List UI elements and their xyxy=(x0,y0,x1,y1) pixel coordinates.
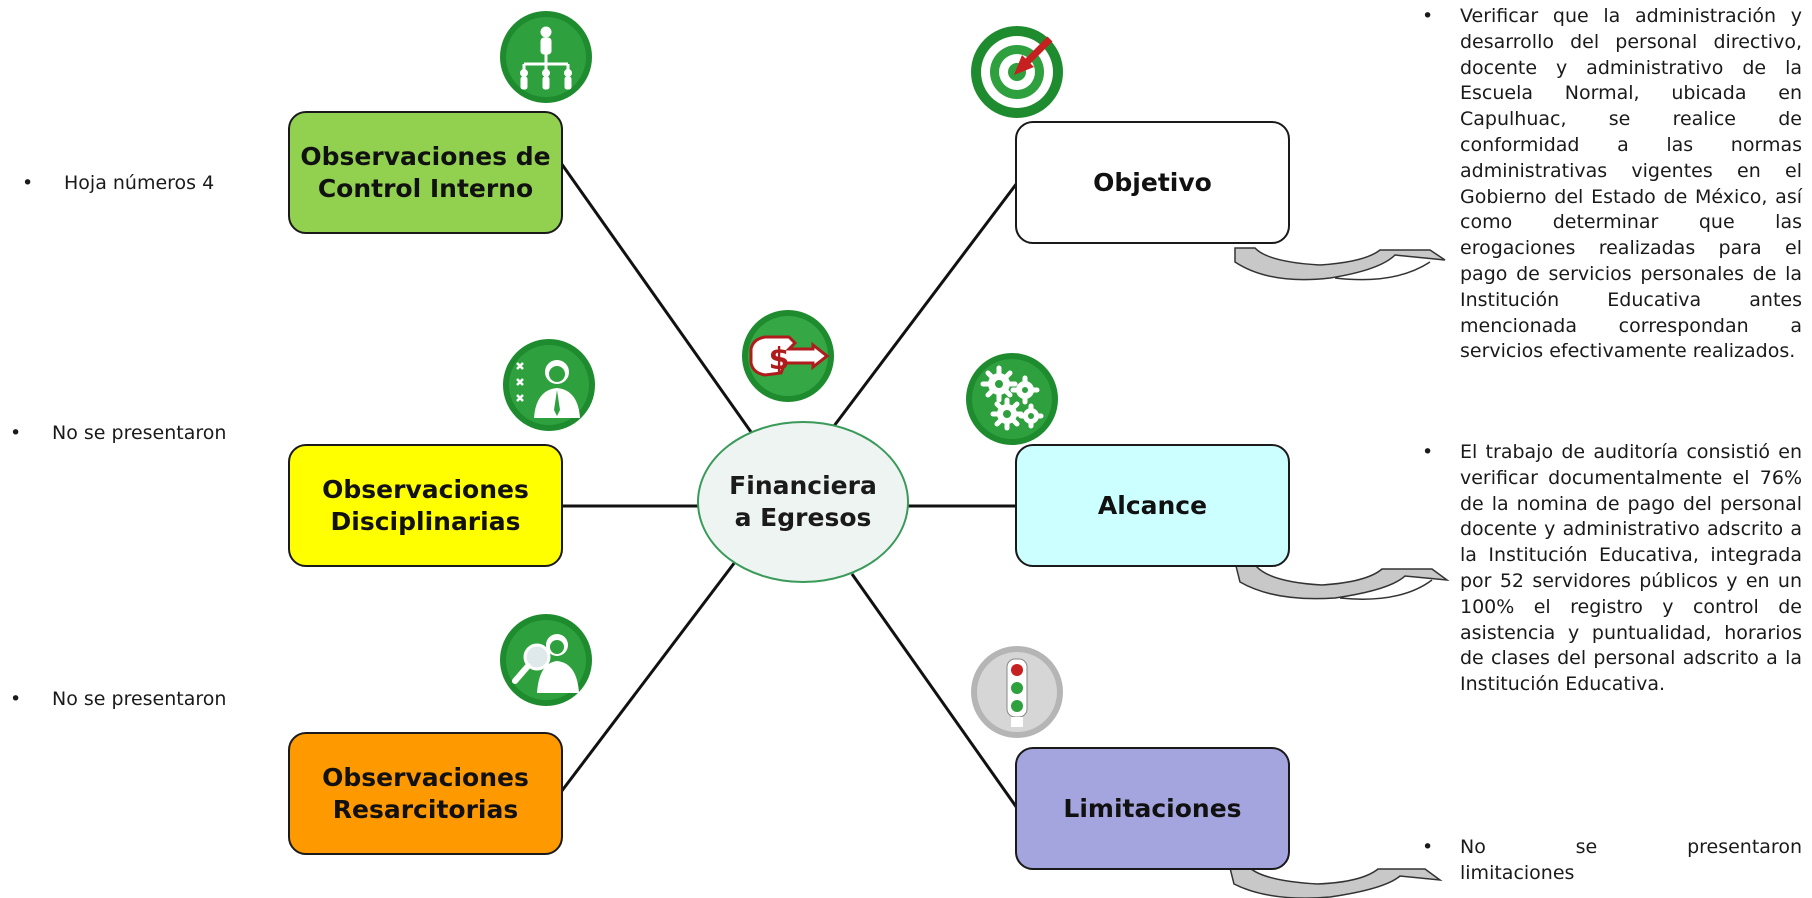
traffic-light-icon xyxy=(971,646,1063,738)
hand-money-icon: $ xyxy=(742,310,834,402)
connector-limitaciones xyxy=(850,573,1019,809)
alcance-description: • El trabajo de auditoría consistió en v… xyxy=(1422,440,1802,698)
limitaciones-description-text: No se presentaron limitaciones xyxy=(1460,836,1802,884)
center-node: Financiera a Egresos xyxy=(697,421,909,583)
curved-arrow-limitaciones xyxy=(1229,867,1443,898)
box-disciplinarias-label: Observaciones Disciplinarias xyxy=(322,474,529,536)
box-alcance: Alcance xyxy=(1015,444,1290,567)
box-control-interno: Observaciones de Control Interno xyxy=(288,111,563,234)
target-icon xyxy=(971,26,1063,118)
svg-text:$: $ xyxy=(769,342,790,377)
bullet-dot: • xyxy=(10,688,22,710)
objetivo-description-text: Verificar que la administración y desarr… xyxy=(1460,5,1802,363)
note-control-interno-text: Hoja números 4 xyxy=(64,172,215,194)
note-disciplinarias-text: No se presentaron xyxy=(52,422,227,444)
box-disciplinarias: Observaciones Disciplinarias xyxy=(288,444,563,567)
org-chart-icon xyxy=(500,11,592,103)
connector-resarcitorias xyxy=(559,561,737,793)
magnifier-person-icon xyxy=(500,614,592,706)
bullet-dot: • xyxy=(10,422,22,444)
connector-control-interno xyxy=(559,162,753,433)
box-objetivo-label: Objetivo xyxy=(1093,167,1212,197)
gears-icon xyxy=(966,353,1058,445)
box-alcance-label: Alcance xyxy=(1097,490,1208,520)
bullet-dot: • xyxy=(1422,836,1434,858)
bullet-dot: • xyxy=(1422,5,1434,27)
center-label: Financiera a Egresos xyxy=(729,471,877,532)
box-limitaciones: Limitaciones xyxy=(1015,747,1290,870)
bullet-dot: • xyxy=(22,172,34,194)
objetivo-description: • Verificar que la administración y desa… xyxy=(1422,4,1802,365)
note-resarcitorias-text: No se presentaron xyxy=(52,688,227,710)
box-resarcitorias: Observaciones Resarcitorias xyxy=(288,732,563,855)
alcance-description-text: El trabajo de auditoría consistió en ver… xyxy=(1460,441,1802,696)
connector-objetivo xyxy=(832,182,1019,427)
box-control-interno-label: Observaciones de Control Interno xyxy=(300,141,551,203)
box-limitaciones-label: Limitaciones xyxy=(1063,793,1242,823)
employee-checklist-icon xyxy=(503,339,595,431)
box-resarcitorias-label: Observaciones Resarcitorias xyxy=(322,762,529,824)
curved-arrow-alcance xyxy=(1235,565,1450,600)
curved-arrow-objetivo xyxy=(1234,247,1446,281)
limitaciones-description: • No se presentaron limitaciones xyxy=(1422,835,1802,887)
bullet-dot: • xyxy=(1422,441,1434,463)
box-objetivo: Objetivo xyxy=(1015,121,1290,244)
